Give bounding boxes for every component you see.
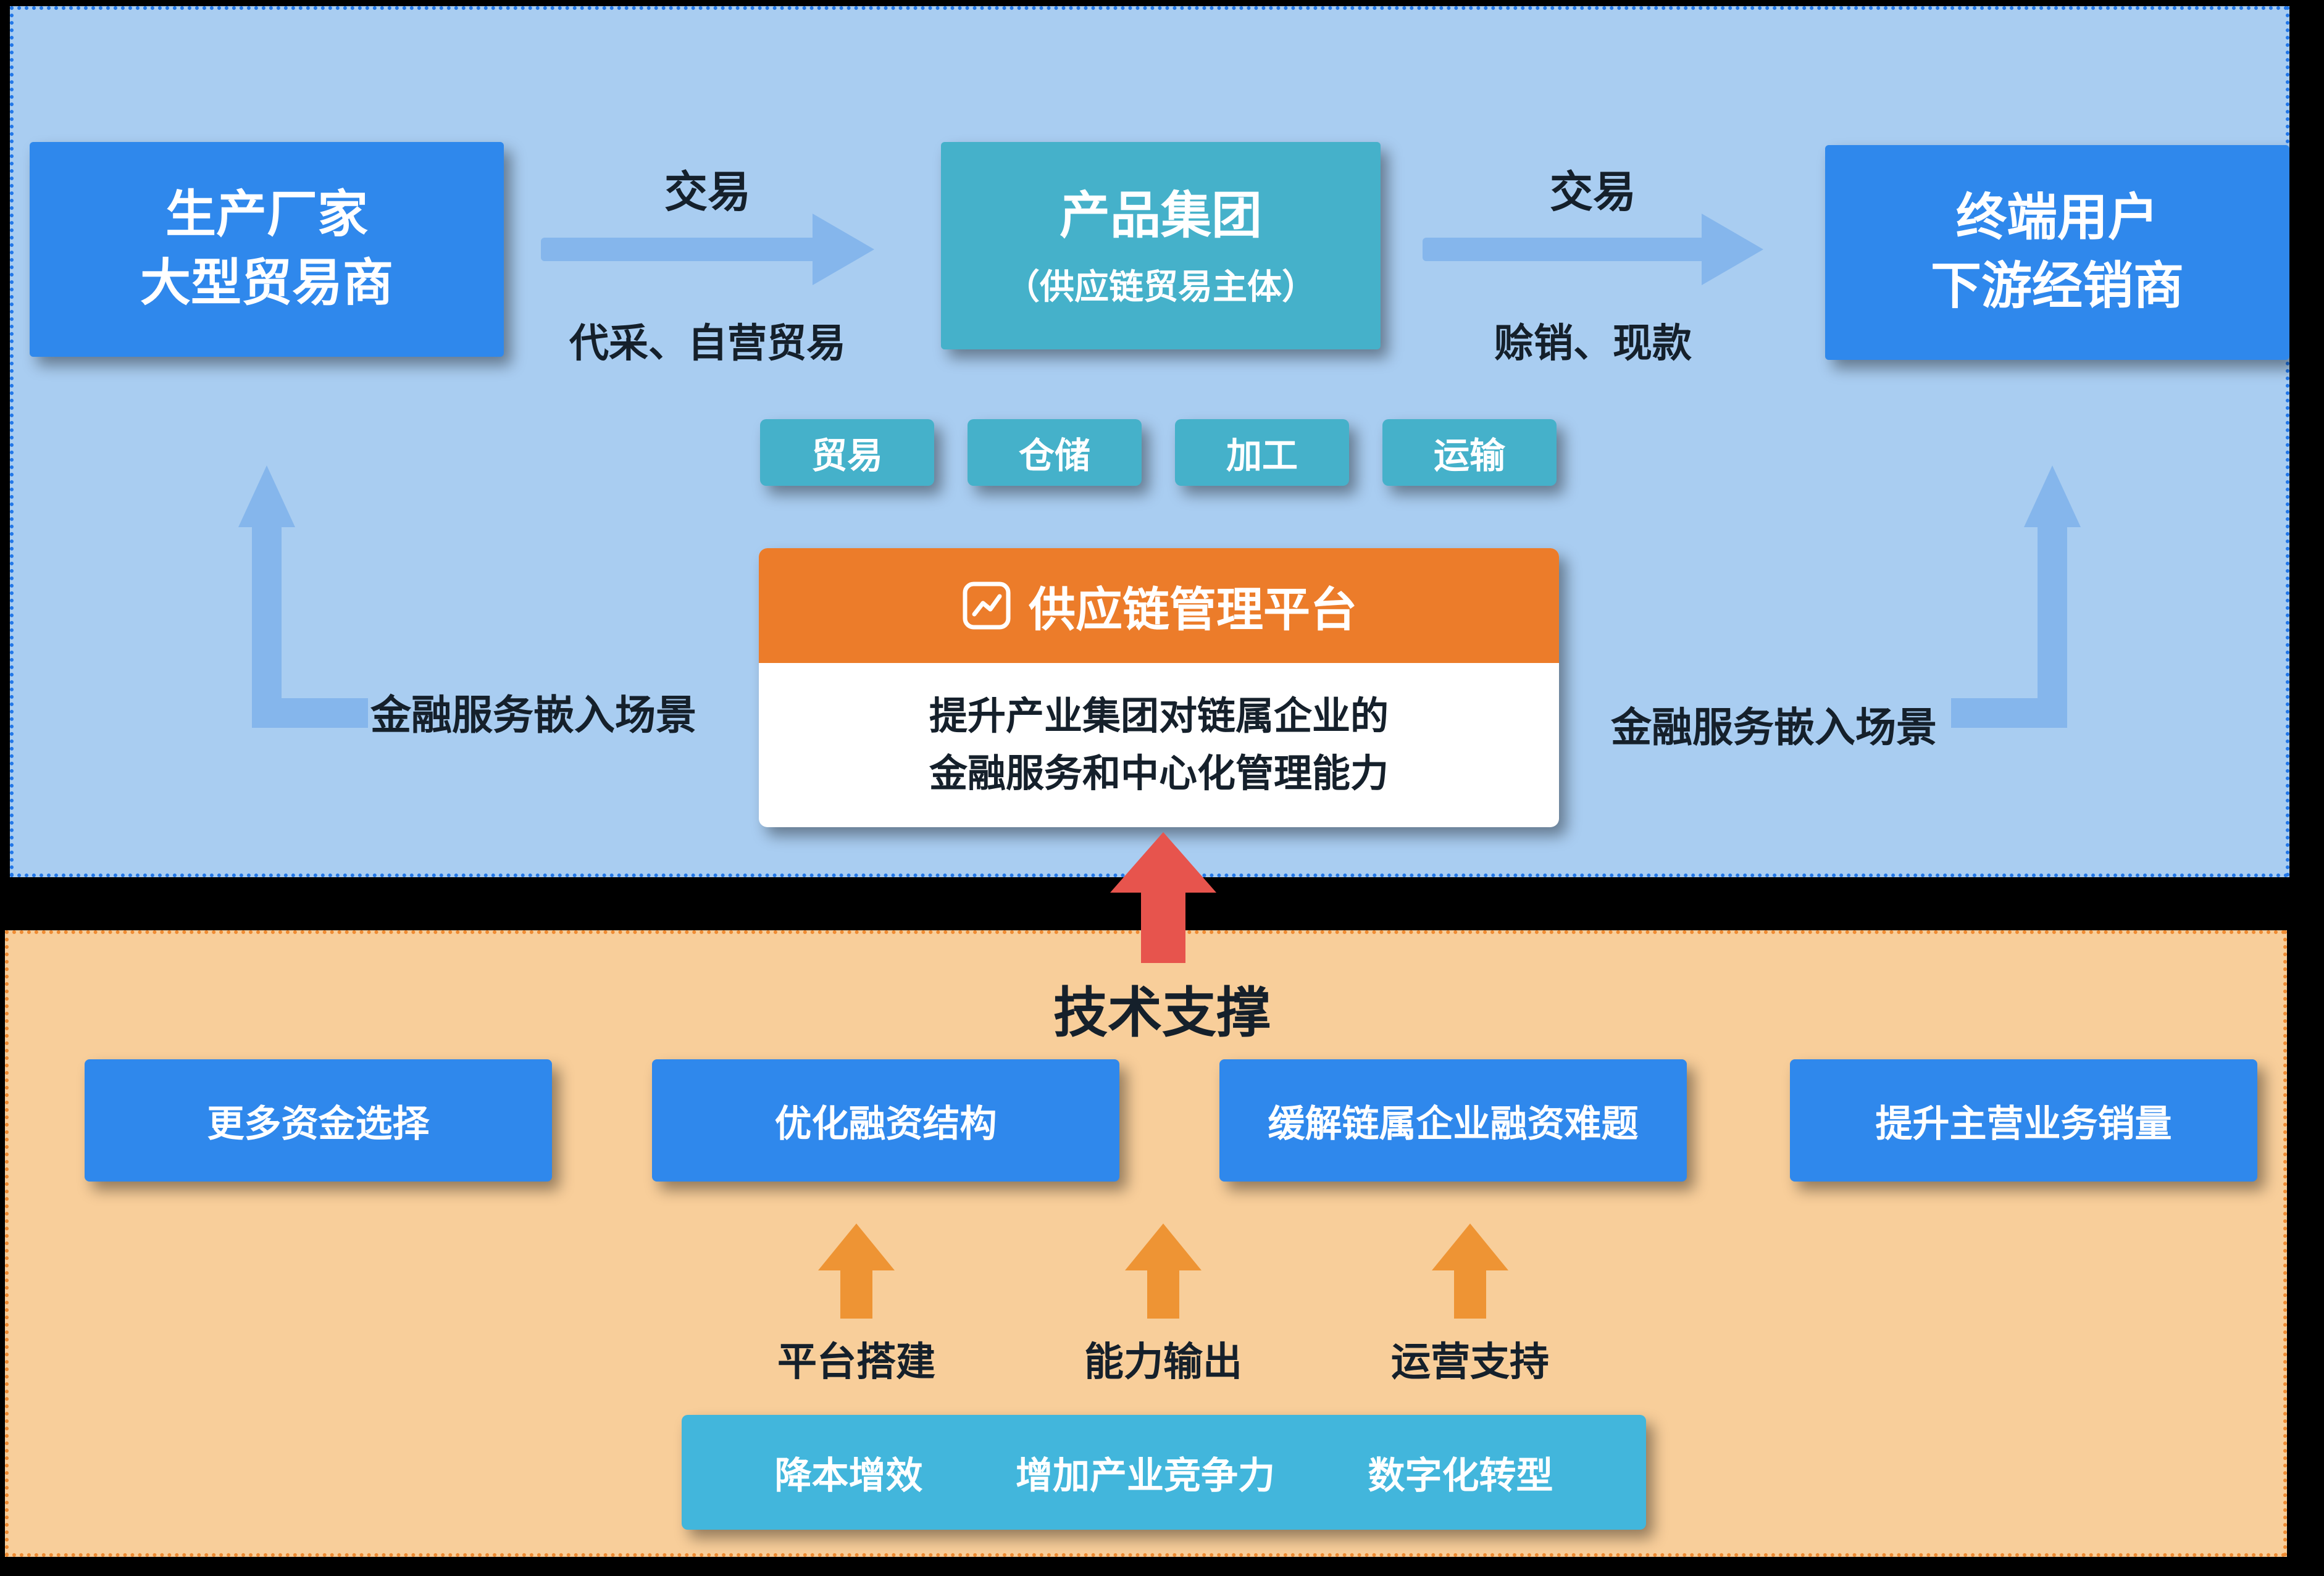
finance-embed-arrow-left xyxy=(238,465,368,728)
benefit-box-more-funding: 更多资金选择 xyxy=(85,1059,552,1182)
support-up-arrow-platform-head xyxy=(818,1224,895,1270)
tech-support-arrow-head xyxy=(1110,832,1216,893)
trade-arrow-right-bottom-label: 赊销、现款 xyxy=(1494,321,1692,365)
outcomes-box: 降本增效 增加产业竞争力 数字化转型 xyxy=(682,1415,1646,1530)
trade-arrow-right xyxy=(1423,212,1763,286)
support-label-capability-output: 能力输出 xyxy=(1084,1340,1242,1384)
outcome-digital-transformation: 数字化转型 xyxy=(1368,1454,1553,1496)
platform-description-line1: 提升产业集团对链属企业的 xyxy=(929,695,1389,738)
trade-arrow-right-shaft xyxy=(1423,238,1707,261)
trade-arrow-right-top-label: 交易 xyxy=(1550,168,1636,216)
outcome-competitiveness: 增加产业竞争力 xyxy=(1016,1454,1275,1496)
end-users-line2: 下游经销商 xyxy=(1930,258,2184,314)
benefit-box-financing-structure: 优化融资结构 xyxy=(652,1059,1119,1182)
finance-embed-label-right: 金融服务嵌入场景 xyxy=(1611,704,1937,750)
support-up-arrow-platform xyxy=(818,1224,895,1319)
service-tag-trade: 贸易 xyxy=(760,419,934,486)
platform-title: 供应链管理平台 xyxy=(1029,584,1357,636)
tech-support-title: 技术支撑 xyxy=(1053,982,1271,1043)
end-users-line1: 终端用户 xyxy=(1955,190,2159,246)
end-users-box: 终端用户 下游经销商 xyxy=(1825,145,2289,360)
trade-arrow-left-top-label: 交易 xyxy=(664,168,751,216)
tech-support-arrow-shaft xyxy=(1141,889,1185,963)
support-up-arrow-operations-shaft xyxy=(1454,1268,1486,1319)
support-up-arrow-capability-shaft xyxy=(1147,1268,1179,1319)
platform-description: 提升产业集团对链属企业的 金融服务和中心化管理能力 xyxy=(759,663,1559,827)
platform-description-line2: 金融服务和中心化管理能力 xyxy=(929,753,1389,795)
support-up-arrow-capability-head xyxy=(1125,1224,1202,1270)
producers-line2: 大型贸易商 xyxy=(140,255,393,311)
support-up-arrow-capability xyxy=(1125,1224,1202,1319)
trade-arrow-right-head xyxy=(1702,214,1763,285)
support-up-arrow-operations-head xyxy=(1432,1224,1508,1270)
finance-embed-arrow-right xyxy=(1951,465,2081,728)
trade-arrow-left-shaft xyxy=(541,238,817,261)
finance-embed-label-left: 金融服务嵌入场景 xyxy=(370,692,696,738)
product-group-line1: 产品集团 xyxy=(1059,188,1262,244)
tech-support-arrow xyxy=(1110,832,1216,963)
product-group-box: 产品集团 （供应链贸易主体） xyxy=(941,142,1381,349)
benefit-box-financing-difficulty: 缓解链属企业融资难题 xyxy=(1219,1059,1687,1182)
service-tag-warehousing: 仓储 xyxy=(968,419,1142,486)
producers-line1: 生产厂家 xyxy=(165,186,368,243)
chart-icon xyxy=(963,582,1011,630)
service-tag-transport: 运输 xyxy=(1382,419,1557,486)
outcome-cost-efficiency: 降本增效 xyxy=(774,1454,923,1496)
service-tag-processing: 加工 xyxy=(1175,419,1349,486)
platform-card: 供应链管理平台 提升产业集团对链属企业的 金融服务和中心化管理能力 xyxy=(759,548,1559,827)
product-group-line2: （供应链贸易主体） xyxy=(1005,267,1316,306)
support-up-arrow-platform-shaft xyxy=(840,1268,872,1319)
trade-arrow-left-bottom-label: 代采、自营贸易 xyxy=(569,321,846,365)
benefit-box-sales-boost: 提升主营业务销量 xyxy=(1790,1059,2257,1182)
support-label-operation-support: 运营支持 xyxy=(1391,1340,1549,1384)
trade-arrow-left xyxy=(541,212,874,286)
platform-header: 供应链管理平台 xyxy=(759,548,1559,663)
support-label-platform-build: 平台搭建 xyxy=(777,1340,935,1384)
trade-arrow-left-head xyxy=(813,214,874,285)
producers-box: 生产厂家 大型贸易商 xyxy=(30,142,504,357)
support-up-arrow-operations xyxy=(1432,1224,1508,1319)
